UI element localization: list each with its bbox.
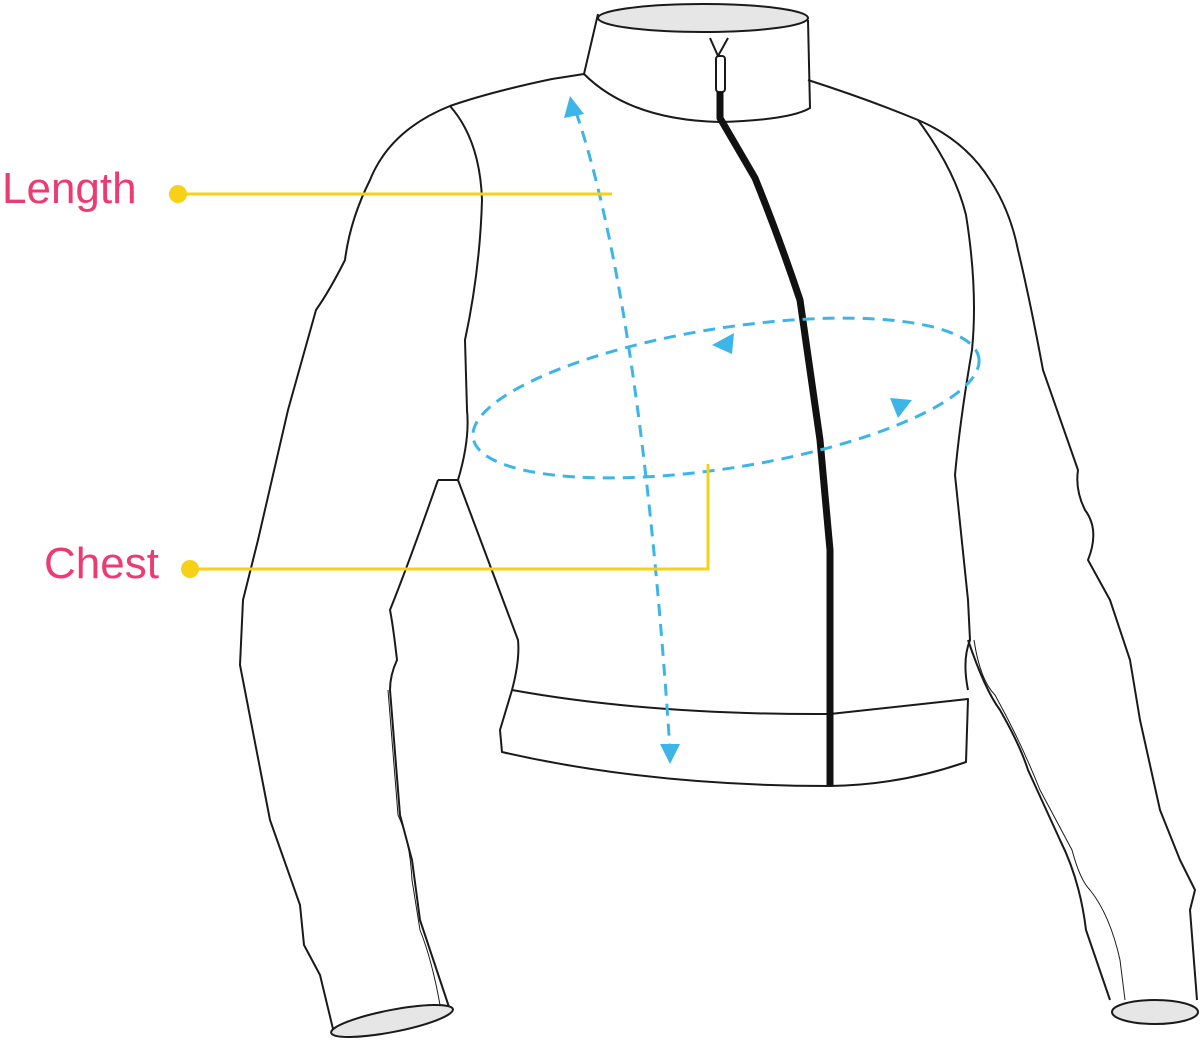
chest-arrowhead-lower — [890, 398, 912, 418]
length-label: Length — [2, 164, 137, 213]
zipper-pull — [709, 37, 729, 59]
leader-lines — [178, 192, 710, 571]
chest-arrowhead-upper — [712, 333, 734, 354]
length-arrow-line — [574, 111, 672, 751]
body-left-side — [457, 479, 520, 691]
right-cuff — [1111, 999, 1199, 1025]
zipper — [709, 37, 834, 785]
length-arrowhead-bottom — [660, 744, 680, 764]
chest-measure — [471, 316, 981, 480]
left-sleeve — [239, 73, 585, 1034]
jacket-outline — [239, 3, 1199, 1039]
right-sleeve-front — [967, 639, 1111, 1001]
collar-opening — [597, 3, 809, 33]
length-measure — [574, 111, 672, 751]
right-sleeve — [807, 79, 1198, 1001]
collar — [583, 13, 811, 123]
zipper-line — [716, 92, 834, 785]
right-armhole — [917, 119, 975, 691]
waistband — [499, 689, 969, 787]
length-arrowhead-top — [564, 96, 584, 118]
chest-leader-dot — [181, 560, 199, 578]
chest-label: Chest — [44, 539, 159, 588]
left-armhole — [438, 105, 483, 481]
left-sleeve-seam — [387, 689, 441, 1006]
left-cuff — [330, 1003, 454, 1039]
chest-leader-line — [190, 464, 710, 571]
zipper-slider — [715, 55, 726, 93]
length-leader-dot — [169, 185, 187, 203]
right-sleeve-seam — [973, 639, 1126, 1001]
